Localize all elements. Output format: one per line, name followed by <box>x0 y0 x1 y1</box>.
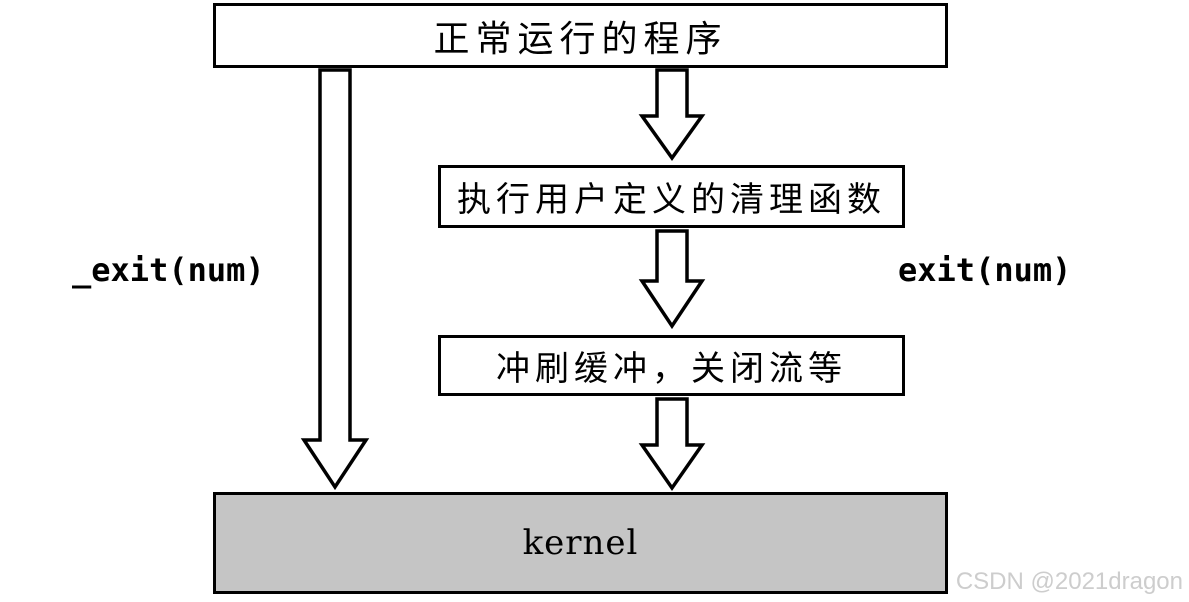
label-exit-direct: _exit(num) <box>72 251 265 289</box>
arrow-flush-to-kernel-icon <box>638 397 706 492</box>
watermark: CSDN @2021dragon <box>955 568 1183 595</box>
node-running-program: 正常运行的程序 <box>213 3 948 68</box>
arrow-cleanup-to-flush-icon <box>638 229 706 330</box>
node-flush-buffers: 冲刷缓冲，关闭流等 <box>438 335 905 396</box>
arrow-program-to-cleanup-icon <box>638 68 706 162</box>
node-kernel: kernel <box>213 492 948 594</box>
arrow-direct-to-kernel-icon <box>300 68 370 491</box>
node-cleanup-functions: 执行用户定义的清理函数 <box>438 165 905 228</box>
label-exit-library: exit(num) <box>898 251 1072 289</box>
